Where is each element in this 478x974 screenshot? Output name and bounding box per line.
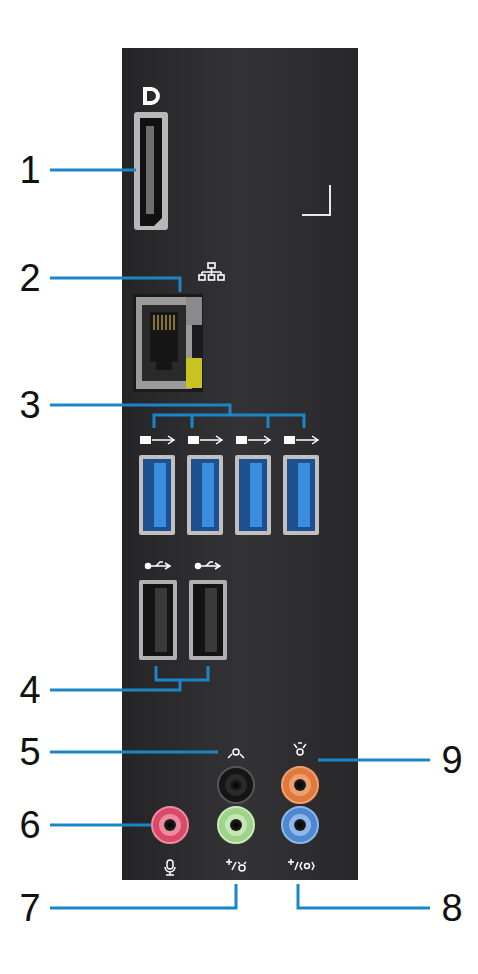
- io-panel: [122, 48, 358, 880]
- callout-number: 9: [441, 741, 462, 779]
- usb2-ports: [139, 580, 227, 660]
- callout-number: 2: [19, 259, 40, 297]
- usb3-icons: [140, 436, 318, 444]
- audio-jacks: [152, 767, 318, 843]
- callout-number: 5: [19, 733, 40, 771]
- callout-number: 8: [441, 889, 462, 927]
- callout-number: 1: [19, 151, 40, 189]
- usb2-icons: [146, 562, 221, 569]
- callout-number: 7: [19, 889, 40, 927]
- callout-number: 4: [19, 671, 40, 709]
- callout-number: 3: [19, 386, 40, 424]
- ethernet-port: [133, 294, 203, 392]
- callout-number: 6: [19, 806, 40, 844]
- network-icon: [199, 263, 224, 280]
- usb3-ports: [139, 455, 319, 535]
- corner-mark: [302, 185, 330, 215]
- displayport-port: [134, 112, 168, 230]
- leader-lines: [50, 170, 430, 908]
- displayport-icon: [143, 87, 160, 105]
